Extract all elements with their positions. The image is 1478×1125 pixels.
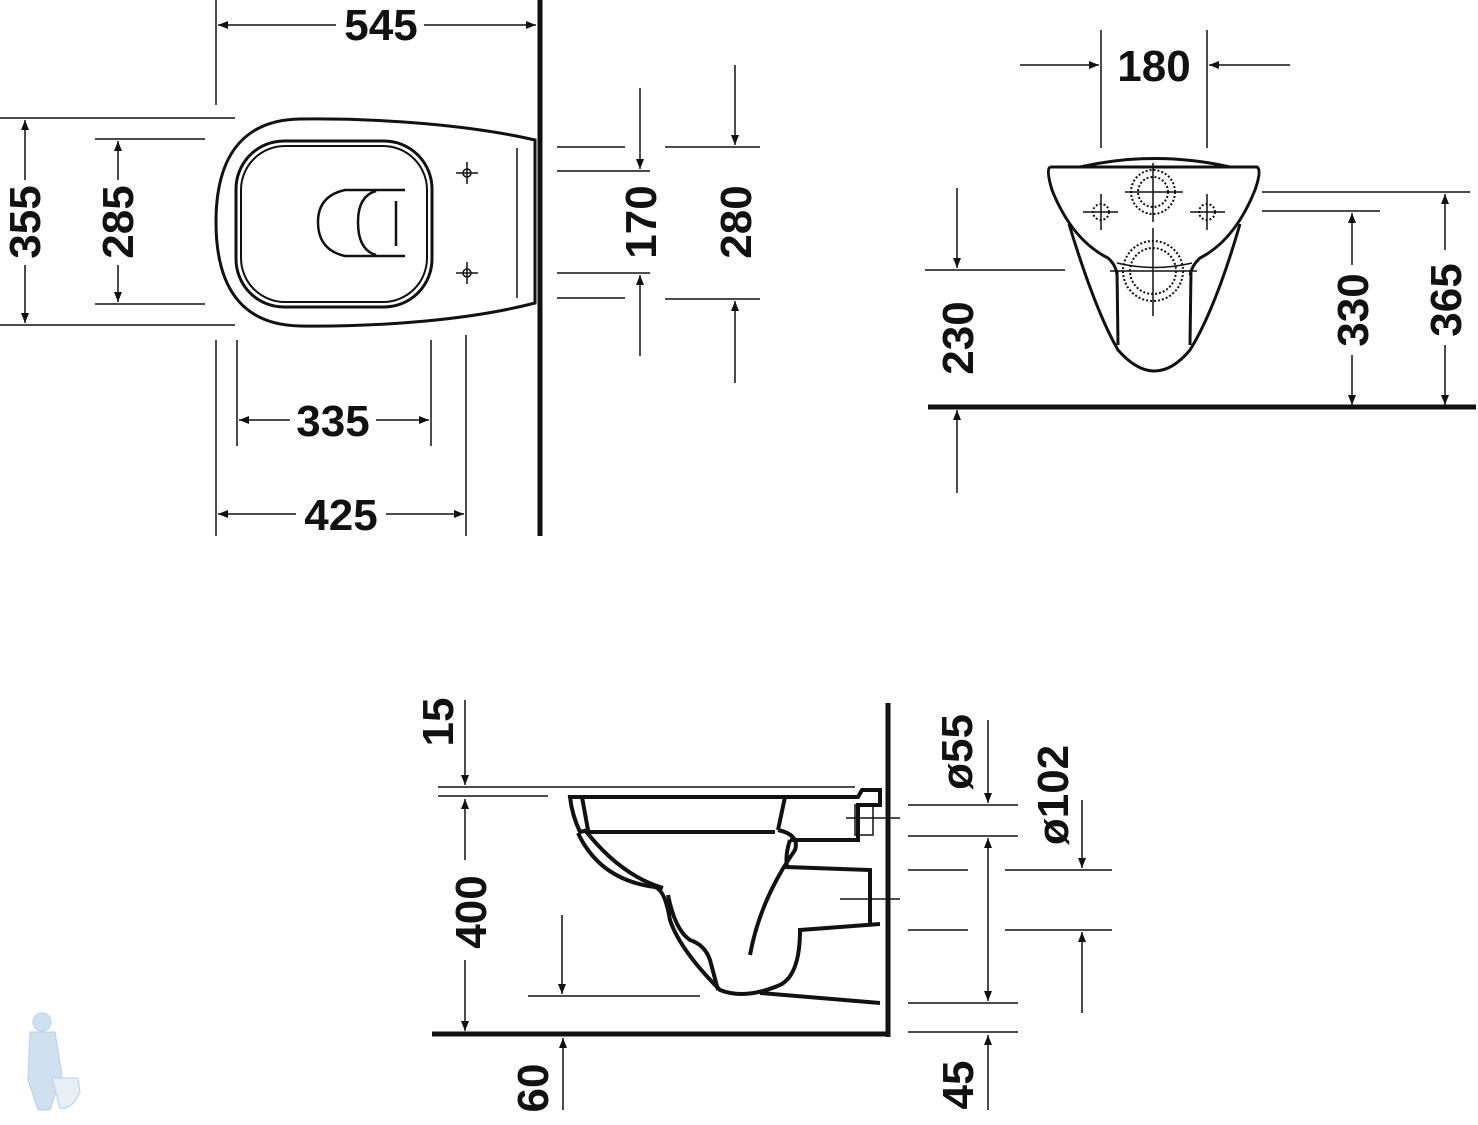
svg-text:180: 180: [1117, 42, 1190, 91]
svg-text:425: 425: [304, 491, 377, 540]
top-view: 545 355 285 170: [0, 0, 761, 540]
front-view: 180 230 330 365: [925, 30, 1476, 493]
svg-text:45: 45: [934, 1061, 983, 1110]
dimension-280: 280: [665, 65, 761, 383]
svg-text:ø102: ø102: [1029, 745, 1078, 845]
svg-text:355: 355: [1, 185, 50, 258]
dimension-400: 400: [447, 799, 496, 1031]
svg-text:60: 60: [509, 1064, 558, 1113]
svg-text:400: 400: [447, 875, 496, 948]
dimension-170: 170: [557, 88, 666, 356]
fixing-holes-front-icon: [1083, 163, 1225, 316]
rim-arc: [1116, 262, 1193, 269]
dimension-545: 545: [215, 0, 536, 105]
dimension-230: 230: [925, 188, 1065, 493]
svg-text:15: 15: [414, 698, 463, 747]
inlet-connector: [854, 804, 874, 836]
dimension-180: 180: [1020, 30, 1290, 148]
dimension-335: 335: [236, 340, 432, 446]
svg-text:545: 545: [344, 1, 417, 50]
fixing-hole-icon: [456, 162, 478, 284]
dimension-355: 355: [0, 117, 235, 326]
svg-text:280: 280: [712, 185, 761, 258]
seat-outer: [234, 139, 434, 309]
dimension-45: 45: [908, 1002, 1018, 1110]
dimension-d55: ø55: [908, 714, 1018, 1001]
dimension-15: 15: [414, 698, 469, 785]
svg-text:230: 230: [934, 301, 983, 374]
dimension-425: 425: [215, 335, 467, 540]
dimension-285: 285: [94, 138, 205, 305]
dimension-60: 60: [509, 915, 700, 1112]
side-view: 15 400 60 ø55 ø102: [414, 698, 1112, 1112]
svg-text:335: 335: [296, 397, 369, 446]
toilet-outline-top: [214, 117, 537, 328]
dimension-365: 365: [1262, 191, 1471, 405]
bowl-opening: [316, 188, 405, 258]
svg-text:285: 285: [94, 185, 143, 258]
svg-text:ø55: ø55: [933, 714, 982, 790]
plumber-logo: [27, 1012, 81, 1111]
toilet-outline-side: [567, 788, 882, 1005]
seat-inner: [240, 145, 428, 303]
svg-text:330: 330: [1329, 273, 1378, 346]
svg-text:365: 365: [1422, 263, 1471, 336]
dimension-330: 330: [1262, 210, 1380, 405]
svg-text:170: 170: [617, 185, 666, 258]
toilet-outline-front: [1046, 157, 1261, 373]
dimension-d102: ø102: [908, 745, 1112, 1013]
